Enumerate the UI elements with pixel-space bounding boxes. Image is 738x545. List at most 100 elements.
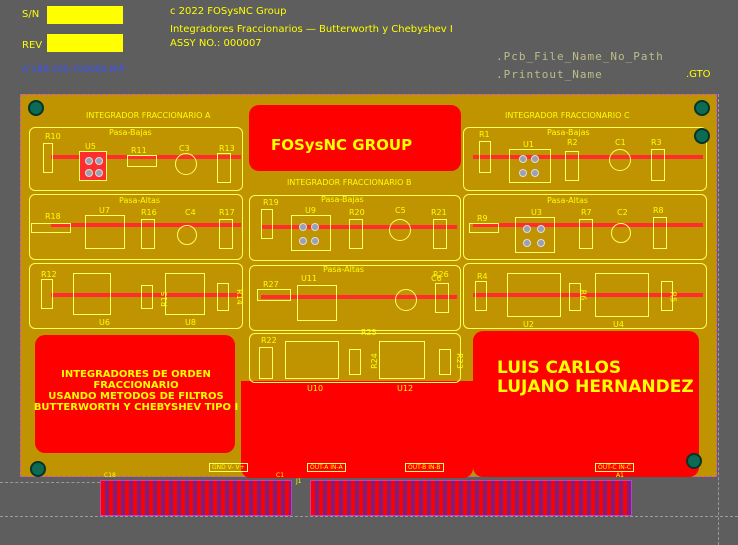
comp-c4[interactable]: C4 [185,208,196,217]
ic-u5[interactable] [79,151,107,181]
comp-r22[interactable]: R22 [261,336,277,345]
ic-u12-block[interactable] [379,341,425,379]
capacitor-c6[interactable] [395,289,417,311]
comp-c3[interactable]: C3 [179,144,190,153]
comp-r21[interactable]: R21 [431,208,447,217]
ic-u6-block[interactable] [73,273,111,315]
comp-u11[interactable]: U11 [301,274,318,283]
comp-u3[interactable]: U3 [531,208,542,217]
edge-connector-right[interactable] [310,480,632,516]
resistor-r14[interactable] [217,283,229,311]
resistor-r2[interactable] [565,151,579,181]
comp-r17[interactable]: R17 [219,208,235,217]
comp-r14[interactable]: R14 [234,289,244,305]
pad [85,169,93,177]
comp-u1[interactable]: U1 [523,140,534,149]
resistor-r1[interactable] [479,141,491,173]
pad [523,225,531,233]
resistor-r19[interactable] [261,209,273,239]
resistor-r13[interactable] [217,153,231,183]
c-pasa-altas-label: Pasa-Altas [547,196,589,205]
group-c-title: INTEGRADOR FRACCIONARIO C [505,111,630,120]
comp-r7[interactable]: R7 [581,208,592,217]
resistor-r23[interactable] [439,349,451,375]
comp-r4[interactable]: R4 [477,272,488,281]
comp-c1[interactable]: C1 [615,138,626,147]
comp-c6[interactable]: C6 [431,274,442,283]
comp-u2[interactable]: U2 [523,320,534,329]
resistor-r10[interactable] [43,143,53,173]
comp-r20[interactable]: R20 [349,208,365,217]
comp-r27[interactable]: R27 [263,280,279,289]
resistor-r16[interactable] [141,219,155,249]
comp-r24[interactable]: R24 [369,353,379,369]
comp-r13[interactable]: R13 [219,144,235,153]
resistor-r27[interactable] [257,289,291,301]
comp-r9[interactable]: R9 [477,214,488,223]
comp-r16[interactable]: R16 [141,208,157,217]
comp-c5[interactable]: C5 [395,206,406,215]
label-j1: J1 [296,478,302,485]
ic-u3[interactable] [515,217,555,253]
ic-u9[interactable] [291,215,331,251]
comp-u9[interactable]: U9 [305,206,316,215]
resistor-r15[interactable] [141,285,153,309]
ic-u10-block[interactable] [285,341,339,379]
printout-name: .Printout_Name [496,68,603,81]
ic-u8-block[interactable] [165,273,205,315]
capacitor-c2[interactable] [611,223,631,243]
resistor-r22[interactable] [259,347,273,379]
comp-u5[interactable]: U5 [85,142,96,151]
rev-field[interactable] [47,34,123,52]
comp-r12[interactable]: R12 [41,270,57,279]
ic-u7[interactable] [85,215,125,249]
ic-u4-block[interactable] [595,273,649,317]
ic-u1[interactable] [509,149,551,183]
resistor-r12[interactable] [41,279,53,309]
copyright-text: c 2022 FOSysNC Group [170,6,287,17]
resistor-r20[interactable] [349,219,363,249]
resistor-r17[interactable] [219,219,233,249]
resistor-r5[interactable] [661,281,673,311]
comp-u4[interactable]: U4 [613,320,624,329]
sn-field[interactable] [47,6,123,24]
pcb-board[interactable]: FOSysNC GROUP INTEGRADOR FRACCIONARIO A … [20,94,717,478]
comp-r2[interactable]: R2 [567,138,578,147]
comp-r25[interactable]: R25 [361,328,377,337]
ic-u11[interactable] [297,285,337,321]
comp-r3[interactable]: R3 [651,138,662,147]
comp-r10[interactable]: R10 [45,132,61,141]
resistor-r3[interactable] [651,149,665,181]
comp-r26[interactable]: R26 [433,270,449,279]
resistor-r6[interactable] [569,283,581,311]
resistor-r11[interactable] [127,155,157,167]
comp-u10[interactable]: U10 [307,384,324,393]
resistor-r8[interactable] [653,217,667,249]
resistor-r4[interactable] [475,281,487,311]
comp-r11[interactable]: R11 [131,146,147,155]
resistor-r7[interactable] [579,219,593,249]
pad [519,169,527,177]
capacitor-c3[interactable] [175,153,197,175]
comp-u8[interactable]: U8 [185,318,196,327]
ic-u2-block[interactable] [507,273,561,317]
comp-r19[interactable]: R19 [263,198,279,207]
capacitor-c1[interactable] [609,149,631,171]
capacitor-c5[interactable] [389,219,411,241]
comp-r1[interactable]: R1 [479,130,490,139]
comp-c2[interactable]: C2 [617,208,628,217]
comp-r23[interactable]: R23 [454,353,464,369]
comp-r8[interactable]: R8 [653,206,664,215]
comp-r18[interactable]: R18 [45,212,61,221]
capacitor-c4[interactable] [177,225,197,245]
resistor-r18[interactable] [31,223,71,233]
resistor-r26[interactable] [435,283,449,313]
author-line-2: LUJANO HERNANDEZ [497,376,694,397]
edge-connector-left[interactable] [100,480,292,516]
resistor-r21[interactable] [433,219,447,249]
comp-u7[interactable]: U7 [99,206,110,215]
resistor-r9[interactable] [469,223,499,233]
resistor-r24[interactable] [349,349,361,375]
comp-u6[interactable]: U6 [99,318,110,327]
comp-u12[interactable]: U12 [397,384,414,393]
